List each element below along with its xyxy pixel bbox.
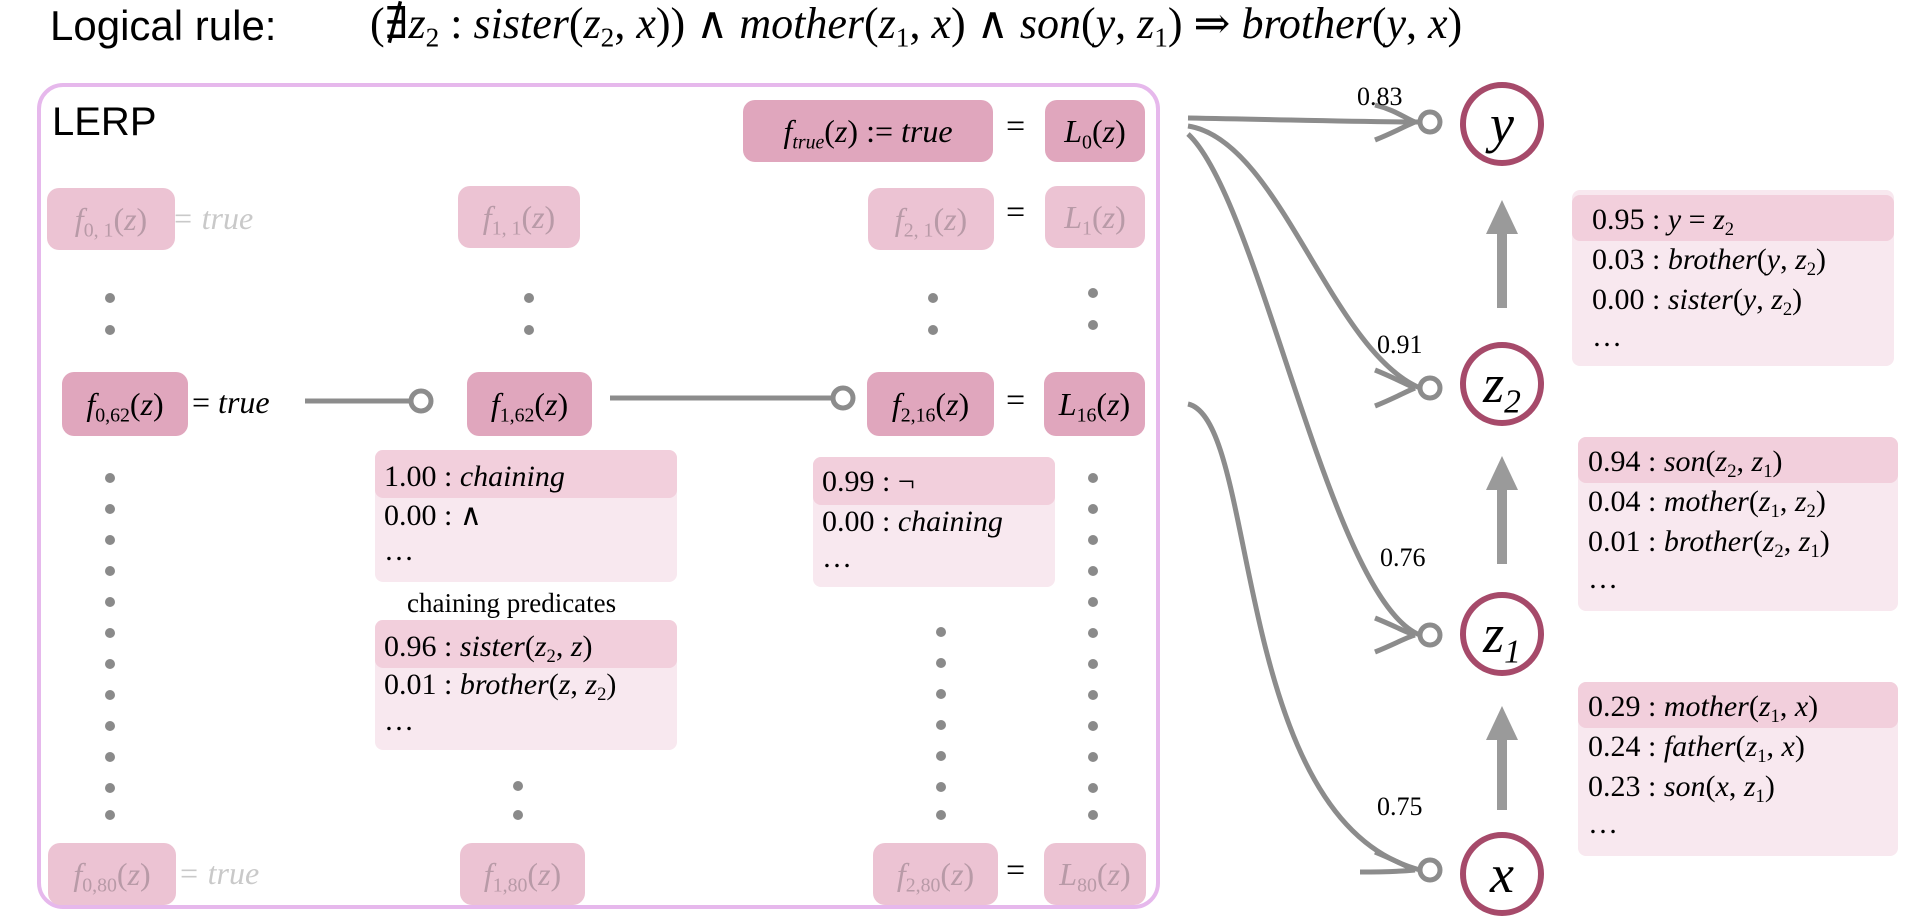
equals-sign: = bbox=[1006, 382, 1026, 419]
f2-16-node: f2,16(z) bbox=[867, 372, 994, 436]
op-panel-2-row: … bbox=[822, 541, 852, 574]
panel-z2-highlight bbox=[1578, 437, 1898, 483]
panel-z1-row: 0.29 : mother(z1, x) bbox=[1588, 690, 1819, 727]
op-panel-2-row: 0.99 : ¬ bbox=[822, 465, 915, 498]
edge-z2 bbox=[1187, 123, 1421, 391]
rule-formula: (∄z2 : sister(z2, x)) ∧ mother(z1, x) ∧ … bbox=[370, 0, 1463, 53]
arrowhead-y bbox=[1374, 102, 1416, 143]
pred-panel-row: 0.96 : sister(z2, z) bbox=[384, 630, 593, 667]
op-panel-1-highlight bbox=[375, 450, 677, 498]
vert-arrowhead-z2-y bbox=[1486, 200, 1518, 234]
chain-port-2 bbox=[830, 385, 856, 411]
op-panel-1-row: 0.00 : ∧ bbox=[384, 499, 482, 532]
node-x: x bbox=[1460, 832, 1544, 916]
port-y bbox=[1417, 109, 1443, 135]
f0-62-node: f0,62(z) bbox=[62, 372, 188, 436]
f0-62-eq-true: = true bbox=[192, 384, 270, 420]
L80-node: L80(z) bbox=[1044, 843, 1146, 905]
edge-weight-y: 0.83 bbox=[1357, 82, 1403, 111]
f1-62-node: f1,62(z) bbox=[467, 372, 592, 436]
edge-y bbox=[1187, 115, 1421, 125]
panel-z1-highlight bbox=[1578, 682, 1898, 728]
panel-z2-row: … bbox=[1588, 562, 1618, 595]
op-panel-2-highlight bbox=[813, 457, 1055, 505]
edge-weight-x: 0.75 bbox=[1377, 792, 1423, 821]
f-true-node: ftrue(z) := true bbox=[743, 100, 993, 162]
arrowhead-x bbox=[1359, 849, 1416, 875]
f1-80-node: f1,80(z) bbox=[460, 843, 585, 905]
equals-sign: = bbox=[1006, 194, 1026, 231]
equals-sign: = bbox=[1006, 852, 1026, 889]
panel-y-highlight bbox=[1572, 195, 1894, 241]
panel-y-row: 0.00 : sister(y, z2) bbox=[1592, 283, 1803, 320]
chaining-predicates-label: chaining predicates bbox=[407, 588, 617, 618]
pred-panel-row: … bbox=[384, 704, 414, 737]
equals-sign: = bbox=[1006, 108, 1026, 145]
f0-1-node: f0, 1(z) bbox=[47, 188, 175, 250]
f2-1-node: f2, 1(z) bbox=[868, 188, 994, 250]
rule-label: Logical rule: bbox=[50, 2, 277, 49]
node-z1: z1 bbox=[1460, 592, 1544, 676]
port-x bbox=[1417, 857, 1443, 883]
pred-panel-row: 0.01 : brother(z, z2) bbox=[384, 668, 617, 705]
pred-panel-highlight bbox=[375, 620, 677, 668]
L1-node: L1(z) bbox=[1045, 186, 1145, 248]
edge-x bbox=[1187, 401, 1421, 873]
f0-80-eq-true: = true bbox=[178, 855, 260, 891]
panel-z1-row: 0.23 : son(x, z1) bbox=[1588, 770, 1775, 807]
edge-z1 bbox=[1186, 132, 1421, 638]
f1-1-node: f1, 1(z) bbox=[458, 186, 580, 248]
lerp-panel bbox=[37, 83, 1160, 909]
vert-arrow-z1-z2 bbox=[1497, 488, 1507, 564]
L16-node: L16(z) bbox=[1044, 372, 1145, 436]
panel-y-row: 0.03 : brother(y, z2) bbox=[1592, 243, 1827, 280]
panel-z2-row: 0.04 : mother(z1, z2) bbox=[1588, 485, 1826, 522]
vert-arrowhead-x-z1 bbox=[1486, 706, 1518, 740]
vert-arrowhead-z1-z2 bbox=[1486, 456, 1518, 490]
panel-z1-row: … bbox=[1588, 807, 1618, 840]
port-z1 bbox=[1417, 622, 1443, 648]
panel-z2-row: 0.94 : son(z2, z1) bbox=[1588, 445, 1783, 482]
node-z2: z2 bbox=[1460, 342, 1544, 426]
edge-weight-z1: 0.76 bbox=[1380, 543, 1426, 572]
L0-node: L0(z) bbox=[1045, 100, 1145, 162]
panel-z2-row: 0.01 : brother(z2, z1) bbox=[1588, 525, 1830, 562]
f0-80-node: f0,80(z) bbox=[48, 843, 176, 905]
panel-z1-row: 0.24 : father(z1, x) bbox=[1588, 730, 1805, 767]
vert-arrow-z2-y bbox=[1497, 232, 1507, 308]
op-panel-1-row: 1.00 : chaining bbox=[384, 460, 565, 493]
panel-y-row: … bbox=[1592, 320, 1622, 353]
vert-arrow-x-z1 bbox=[1497, 738, 1507, 810]
f0-1-eq-true: = true bbox=[172, 200, 254, 236]
node-y: y bbox=[1460, 82, 1544, 166]
lerp-label: LERP bbox=[52, 100, 157, 144]
arrowhead-z1 bbox=[1374, 615, 1416, 655]
op-panel-2-row: 0.00 : chaining bbox=[822, 505, 1003, 538]
op-panel-1-row: … bbox=[384, 534, 414, 567]
f2-80-node: f2,80(z) bbox=[873, 843, 998, 905]
chain-port-1 bbox=[408, 388, 434, 414]
edge-weight-z2: 0.91 bbox=[1377, 330, 1423, 359]
arrowhead-z2 bbox=[1374, 367, 1416, 409]
port-z2 bbox=[1417, 375, 1443, 401]
panel-y-row: 0.95 : y = z2 bbox=[1592, 203, 1735, 240]
